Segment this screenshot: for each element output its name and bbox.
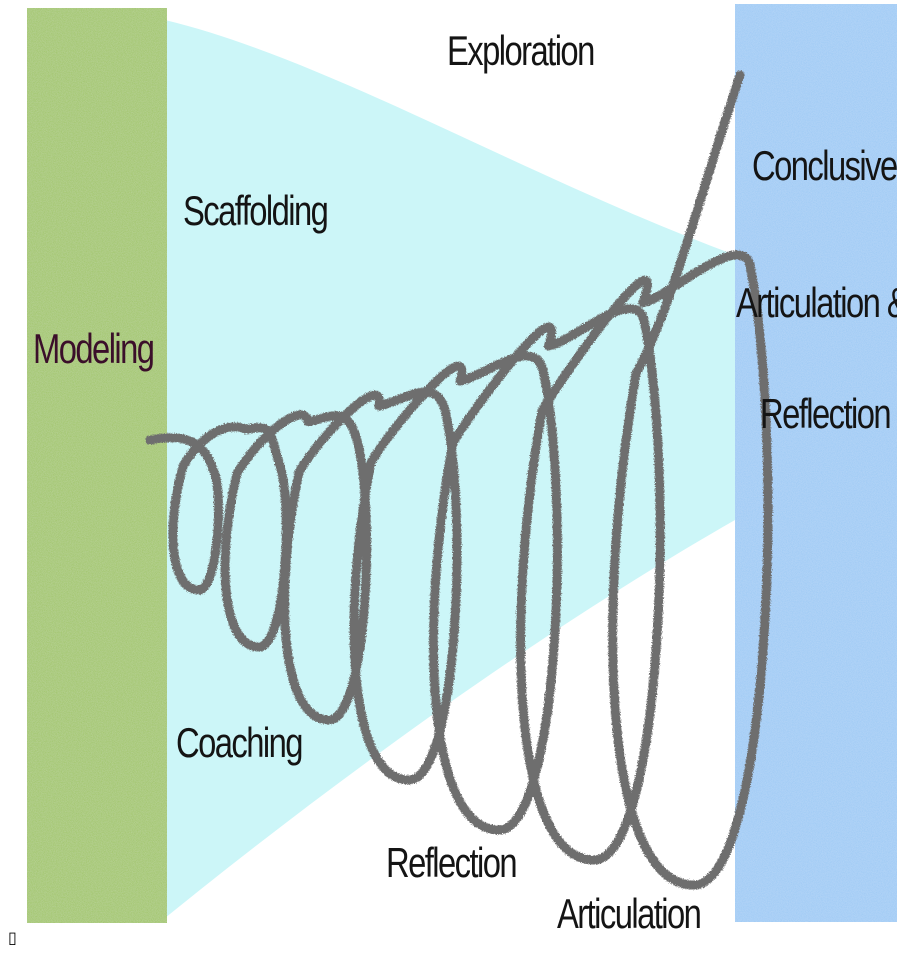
label-modeling: Modeling: [33, 325, 155, 372]
label-conclusive-line1: Conclusive: [752, 142, 897, 189]
conclusion-panel: [735, 4, 897, 922]
label-coaching: Coaching: [176, 719, 304, 766]
spiral-coil: [145, 70, 773, 890]
label-exploration: Exploration: [447, 27, 595, 74]
stray-glyph: ▯: [8, 928, 17, 947]
label-conclusive-line3: Reflection: [760, 390, 892, 437]
modeling-panel: [27, 8, 167, 923]
label-scaffolding: Scaffolding: [183, 187, 329, 234]
label-reflection: Reflection: [386, 839, 518, 886]
label-conclusive-line2: Articulation &: [736, 279, 897, 326]
label-articulation: Articulation: [557, 890, 702, 937]
